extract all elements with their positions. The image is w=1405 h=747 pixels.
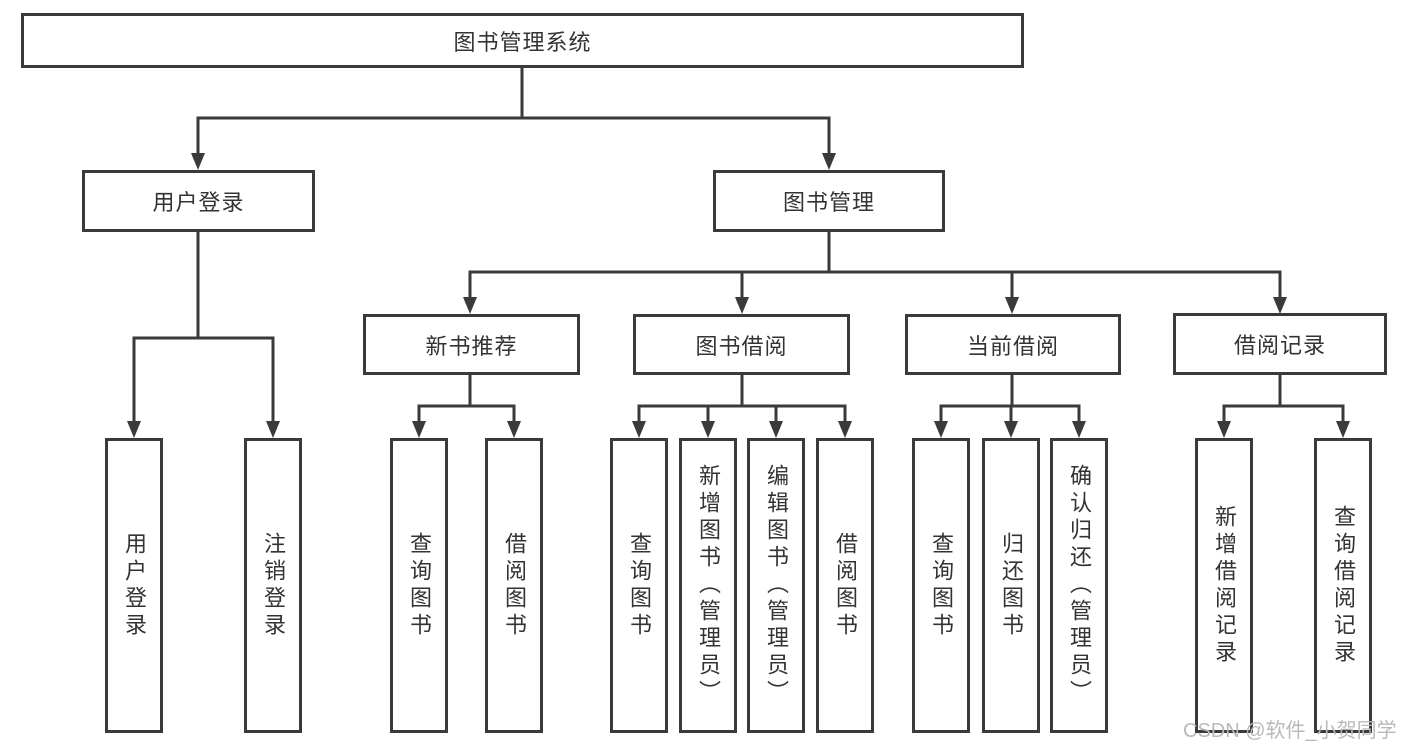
node-current-borrowing: 当前借阅	[905, 314, 1121, 375]
leaf-return-books: 归还图书	[982, 438, 1040, 733]
node-library-management-system: 图书管理系统	[21, 13, 1024, 68]
leaf-borrow-books: 借阅图书	[816, 438, 874, 733]
node-book-borrowing: 图书借阅	[633, 314, 850, 375]
leaf-borrow-books-recommend: 借阅图书	[485, 438, 543, 733]
leaf-add-books-admin: 新增图书（管理员）	[679, 438, 737, 733]
leaf-logout-login: 注销登录	[244, 438, 302, 733]
node-new-book-recommendation: 新书推荐	[363, 314, 580, 375]
watermark-csdn: CSDN @软件_小贺同学	[1183, 720, 1397, 742]
arrowhead-icons	[127, 153, 1350, 438]
leaf-query-books-recommend: 查询图书	[390, 438, 448, 733]
leaf-edit-books-admin: 编辑图书（管理员）	[747, 438, 805, 733]
leaf-query-borrow-record: 查询借阅记录	[1314, 438, 1372, 733]
node-user-login: 用户登录	[82, 170, 315, 232]
node-borrowing-records: 借阅记录	[1173, 313, 1387, 375]
leaf-query-books-borrow: 查询图书	[610, 438, 668, 733]
leaf-query-books-current: 查询图书	[912, 438, 970, 733]
node-book-management: 图书管理	[713, 170, 945, 232]
leaf-user-login: 用户登录	[105, 438, 163, 733]
leaf-confirm-return-admin: 确认归还（管理员）	[1050, 438, 1108, 733]
leaf-add-borrow-record: 新增借阅记录	[1195, 438, 1253, 733]
